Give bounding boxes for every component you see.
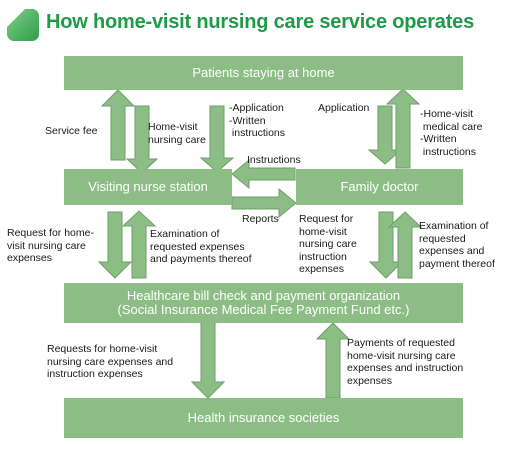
label-service-fee: Service fee [45, 125, 98, 137]
label-payments-bottom: Payments of requested home-visit nursing… [347, 337, 464, 387]
diagram-title: How home-visit nursing care service oper… [46, 11, 475, 33]
arrow-reports [231, 187, 297, 219]
label-home-visit-nursing-care: Home-visit nursing care [148, 121, 206, 146]
label-request-home-visit: Request for home- visit nursing care exp… [7, 227, 94, 264]
arrow-request-doctor [368, 211, 404, 279]
arrow-service-fee [100, 89, 136, 161]
label-instructions: Instructions [247, 154, 301, 166]
node-bill-org-label: Healthcare bill check and payment organi… [117, 288, 410, 317]
label-request-instruction: Request for home-visit nursing care inst… [299, 213, 357, 275]
node-doctor-label: Family doctor [340, 179, 419, 194]
arrow-home-visit-medical-care [385, 88, 421, 169]
label-application: Application [318, 102, 370, 114]
arrow-instructions [231, 158, 296, 190]
node-doctor: Family doctor [296, 169, 463, 205]
node-patients: Patients staying at home [64, 56, 463, 90]
node-station-label: Visiting nurse station [88, 179, 208, 194]
arrow-home-visit-nursing-care [125, 105, 159, 174]
arrow-application [367, 105, 403, 165]
node-insurance: Health insurance societies [64, 398, 463, 438]
node-patients-label: Patients staying at home [192, 65, 335, 80]
arrow-request-station [97, 211, 133, 279]
arrow-payments-bottom [315, 322, 351, 399]
label-examination-station: Examination of requested expenses and pa… [150, 228, 252, 265]
label-reports: Reports [242, 213, 279, 225]
label-requests-bottom: Requests for home-visit nursing care exp… [47, 343, 174, 380]
title-icon [7, 9, 39, 41]
arrow-requests-bottom [190, 321, 226, 399]
node-station: Visiting nurse station [64, 169, 232, 205]
arrow-application-written [199, 105, 235, 173]
arrow-exam-station [121, 210, 157, 279]
arrow-exam-doctor [387, 211, 423, 279]
label-home-visit-medical-care: -Home-visit medical care -Written instru… [420, 108, 483, 158]
label-application-written: -Application -Written instructions [229, 102, 286, 139]
node-bill-org: Healthcare bill check and payment organi… [64, 283, 463, 323]
label-examination-doctor: Examination of requested expenses and pa… [419, 220, 495, 270]
node-insurance-label: Health insurance societies [187, 410, 340, 425]
